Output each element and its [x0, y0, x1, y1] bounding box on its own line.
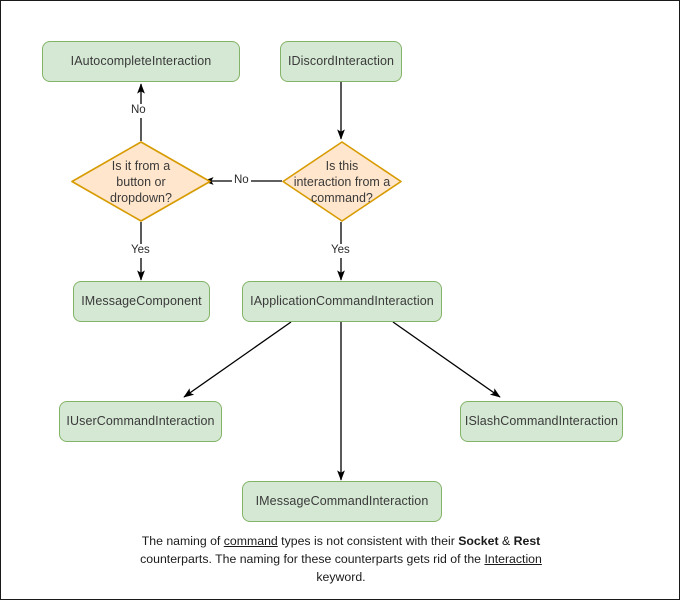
caption-line1-suffix: types is not consistent with their: [277, 534, 455, 548]
edge-application-command-to-slash-command: [392, 321, 501, 398]
node-user-command-interaction[interactable]: IUserCommandInteraction: [59, 401, 222, 442]
node-slash-command-interaction[interactable]: ISlashCommandInteraction: [460, 401, 623, 442]
node-slash-command-interaction-label: ISlashCommandInteraction: [464, 413, 619, 428]
node-message-command-interaction[interactable]: IMessageCommandInteraction: [242, 481, 442, 522]
diagram-caption: The naming of command types is not consi…: [121, 533, 561, 586]
caption-line3-suffix: keyword.: [316, 569, 366, 584]
diamond-shape-button-or-dropdown: [71, 141, 211, 222]
diamond-shape-from-command: [282, 141, 402, 222]
node-message-command-interaction-label: IMessageCommandInteraction: [255, 493, 429, 508]
node-decision-button-or-dropdown-label: Is it from a button or dropdown?: [110, 158, 172, 205]
caption-line3-prefix: counterparts gets rid of the: [334, 551, 485, 566]
caption-term-interaction: Interaction: [484, 551, 542, 566]
node-autocomplete-interaction[interactable]: IAutocompleteInteraction: [42, 41, 240, 82]
node-discord-interaction[interactable]: IDiscordInteraction: [280, 41, 402, 82]
node-decision-button-or-dropdown[interactable]: Is it from a button or dropdown?: [71, 141, 211, 222]
caption-line2-suffix: counterparts. The naming for these: [140, 551, 332, 566]
node-message-component[interactable]: IMessageComponent: [73, 281, 210, 322]
edge-application-command-to-user-command: [183, 321, 292, 398]
node-discord-interaction-label: IDiscordInteraction: [287, 53, 395, 68]
caption-term-socket: Socket: [458, 534, 499, 548]
node-application-command-interaction-label: IApplicationCommandInteraction: [250, 293, 434, 308]
node-decision-from-command[interactable]: Is this interaction from a command?: [282, 141, 402, 222]
node-decision-from-command-label: Is this interaction from a command?: [293, 158, 391, 205]
caption-term-command: command: [223, 534, 278, 548]
edge-label-no-autocomplete: No: [129, 104, 148, 118]
caption-term-rest: Rest: [513, 534, 541, 548]
edge-label-no-between-decisions: No: [232, 174, 251, 188]
node-autocomplete-interaction-label: IAutocompleteInteraction: [70, 53, 212, 68]
caption-amp: &: [498, 534, 514, 548]
edge-label-yes-message-component: Yes: [129, 244, 152, 258]
node-user-command-interaction-label: IUserCommandInteraction: [66, 413, 215, 428]
node-message-component-label: IMessageComponent: [81, 293, 202, 308]
caption-line1-prefix: The naming of: [141, 534, 224, 548]
node-application-command-interaction[interactable]: IApplicationCommandInteraction: [242, 281, 442, 322]
edge-label-yes-application-command: Yes: [329, 244, 352, 258]
